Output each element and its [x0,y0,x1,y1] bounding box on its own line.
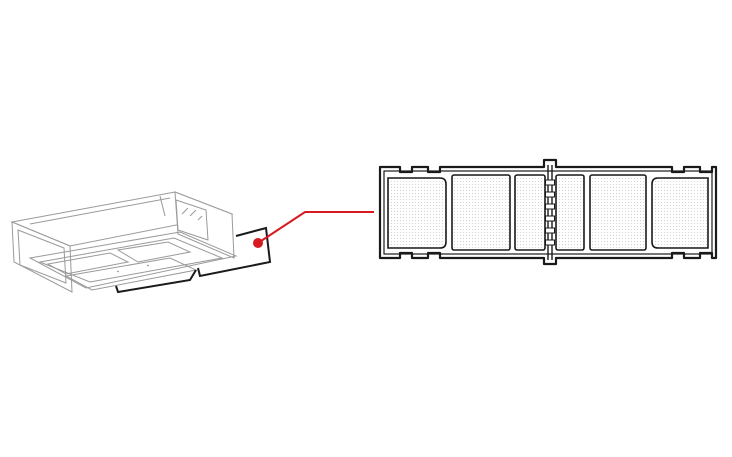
filter-panel-5 [589,174,647,251]
filter-panel-6 [651,177,709,249]
callout-dot [253,238,263,248]
unit-bottom-inner [38,237,224,283]
unit-side-face [174,191,235,259]
air-filter-illustration [378,158,718,266]
unit-front-face [11,221,73,293]
unit-grille-right [116,241,192,263]
unit-filter-highlight-lower [115,269,197,294]
unit-front-opening [17,229,67,284]
unit-control-box [175,199,209,241]
callout-pointer [253,211,374,248]
unit-filter-highlight-upper [197,226,272,278]
unit-fitting-detail [181,207,203,221]
indoor-unit-illustration [10,191,272,294]
filter-panel-4 [555,174,585,251]
unit-bottom-frame [28,231,238,289]
callout-leader-line [257,211,374,244]
filter-panel-2 [451,174,511,251]
unit-intake-panel [64,257,198,291]
filter-panel-1 [387,177,447,249]
unit-grille-left [46,252,130,275]
filter-hinge [545,165,555,260]
filter-panel-3 [514,174,546,251]
